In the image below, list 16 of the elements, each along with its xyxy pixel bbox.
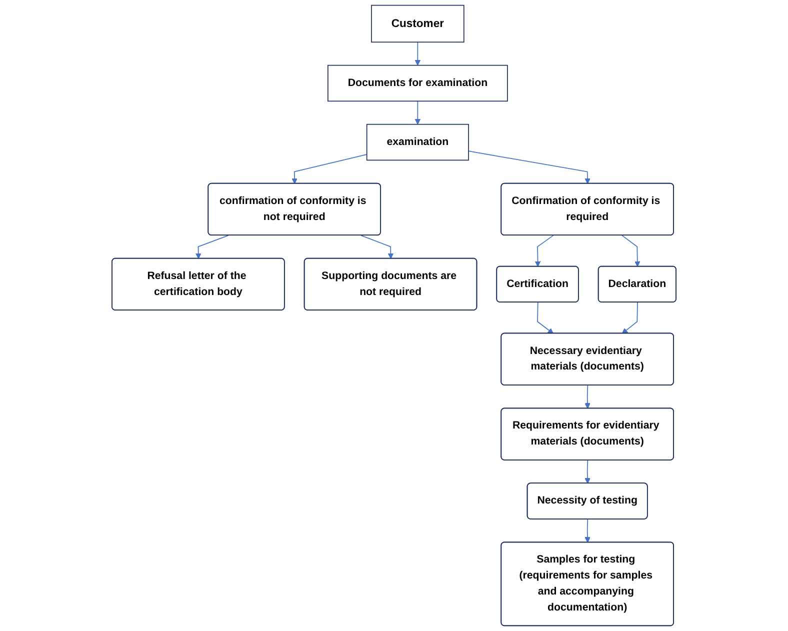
arrow — [622, 302, 638, 334]
node-box: examination — [366, 124, 469, 161]
arrow — [292, 154, 368, 184]
arrow — [195, 235, 229, 259]
arrow — [414, 42, 421, 66]
arrow — [584, 460, 590, 484]
arrow — [414, 100, 421, 125]
node-box: Customer — [371, 4, 464, 43]
node-box: Documents for examination — [328, 64, 508, 102]
arrow — [584, 518, 590, 543]
arrow — [584, 384, 590, 409]
arrow — [622, 235, 640, 267]
arrow — [534, 235, 554, 267]
arrow — [537, 302, 554, 334]
arrow — [360, 235, 394, 259]
arrow — [468, 150, 590, 184]
